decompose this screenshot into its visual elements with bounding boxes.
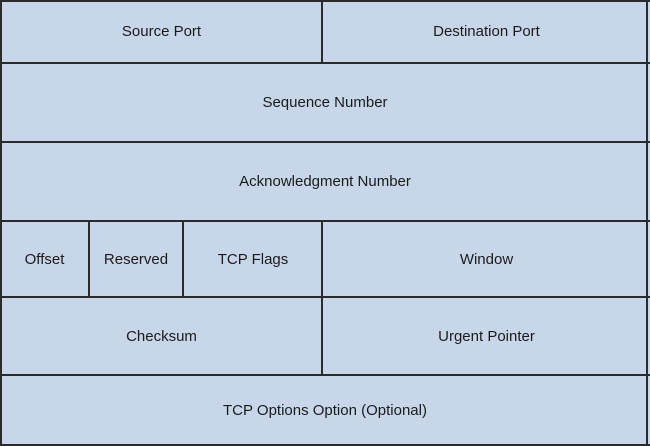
field-label: Source Port bbox=[121, 23, 202, 40]
field-tcp-options: TCP Options Option (Optional) bbox=[0, 375, 650, 446]
field-source-port: Source Port bbox=[0, 0, 323, 63]
border-left bbox=[0, 0, 2, 446]
border-bottom bbox=[0, 444, 650, 446]
field-window: Window bbox=[323, 221, 650, 297]
field-destination-port: Destination Port bbox=[323, 0, 650, 63]
field-sequence-number: Sequence Number bbox=[0, 63, 650, 142]
field-label: Window bbox=[459, 250, 514, 268]
column-divider bbox=[182, 221, 184, 297]
field-checksum: Checksum bbox=[0, 297, 323, 375]
border-right bbox=[646, 0, 648, 446]
field-label: Acknowledgment Number bbox=[239, 173, 411, 190]
field-urgent-pointer: Urgent Pointer bbox=[323, 297, 650, 375]
field-reserved: Reserved bbox=[89, 221, 183, 297]
field-label: Checksum bbox=[126, 327, 197, 345]
column-divider bbox=[321, 221, 323, 375]
field-label: Sequence Number bbox=[262, 94, 388, 111]
field-label: TCP Options Option (Optional) bbox=[223, 402, 427, 419]
row-divider bbox=[0, 220, 650, 222]
column-divider bbox=[88, 221, 90, 297]
row-divider bbox=[0, 374, 650, 376]
field-label: TCP Flags bbox=[217, 250, 289, 268]
field-acknowledgment-number: Acknowledgment Number bbox=[0, 142, 650, 221]
field-label: Urgent Pointer bbox=[438, 327, 535, 345]
field-offset: Offset bbox=[0, 221, 89, 297]
row-divider bbox=[0, 296, 650, 298]
field-tcp-flags: TCP Flags bbox=[183, 221, 323, 297]
field-label: Destination Port bbox=[433, 23, 540, 40]
row-divider bbox=[0, 62, 650, 64]
border-top bbox=[0, 0, 650, 2]
field-label: Reserved bbox=[103, 250, 169, 268]
field-label: Offset bbox=[24, 250, 65, 268]
row-divider bbox=[0, 141, 650, 143]
column-divider bbox=[321, 0, 323, 63]
